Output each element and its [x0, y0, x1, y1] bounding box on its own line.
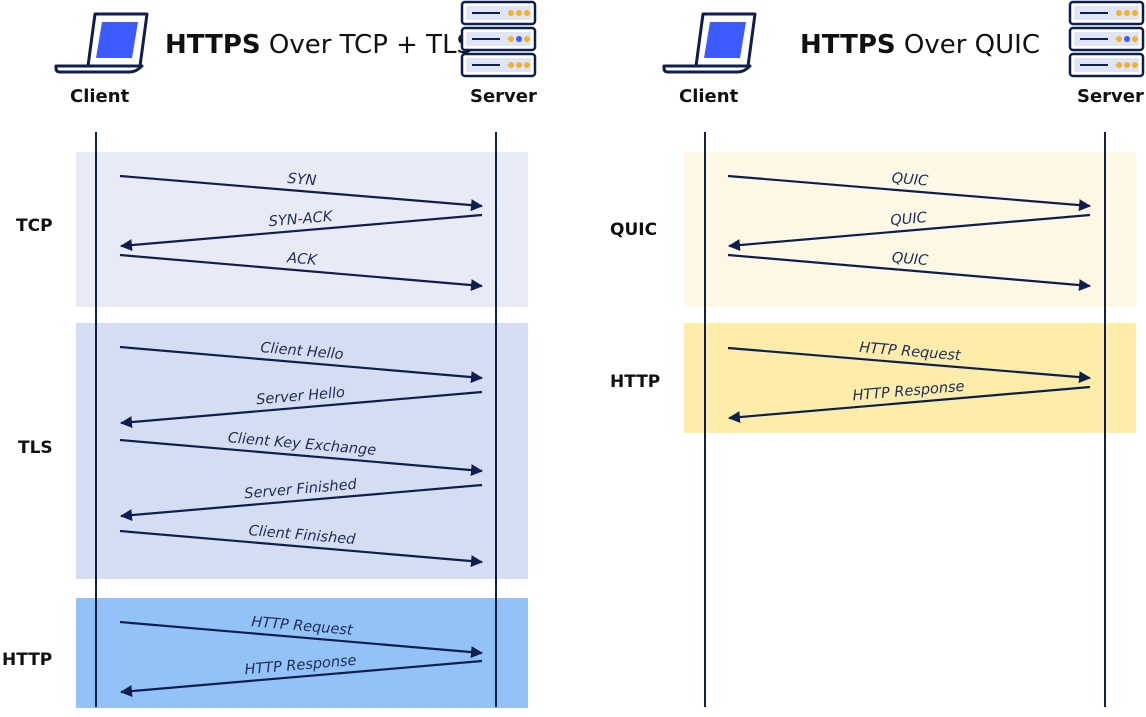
message-label: HTTP Response [244, 653, 357, 679]
laptop-icon [54, 12, 149, 74]
message-arrow [119, 438, 483, 477]
client-label: Client [70, 86, 130, 107]
client-lifeline [704, 132, 706, 707]
server-stack-icon [1068, 0, 1145, 78]
message-label: Server Hello [256, 385, 346, 409]
message-label: Client Hello [260, 340, 345, 363]
message-arrow [120, 390, 483, 429]
diagram-title: HTTPS Over QUIC [800, 30, 1040, 60]
message-label: QUIC [891, 171, 929, 190]
message-arrow [119, 345, 483, 384]
phase-label-http: HTTP [2, 650, 53, 670]
message-arrow [727, 253, 1091, 292]
message-label: Server Finished [244, 477, 358, 503]
message-label: SYN [287, 171, 317, 189]
phase-label-tcp: TCP [16, 216, 53, 236]
message-arrow [728, 385, 1091, 424]
diagram-title: HTTPS Over TCP + TLS [165, 30, 474, 60]
message-arrow [119, 529, 483, 568]
phase-label-http: HTTP [610, 372, 661, 392]
message-arrow [120, 483, 483, 522]
message-arrow [120, 213, 483, 252]
client-label: Client [679, 86, 739, 107]
message-arrow [728, 213, 1091, 252]
phase-label-tls: TLS [18, 438, 53, 458]
laptop-icon [662, 12, 757, 74]
server-lifeline [1104, 132, 1106, 707]
message-label: SYN-ACK [268, 209, 334, 231]
message-arrow [727, 346, 1091, 384]
message-label: ACK [286, 250, 319, 269]
message-label: HTTP Response [852, 379, 965, 405]
message-label: QUIC [891, 250, 930, 269]
message-label: QUIC [890, 210, 929, 229]
message-arrow [119, 620, 483, 659]
tls-phase-band [76, 323, 528, 579]
server-stack-icon [460, 0, 537, 78]
message-arrow [120, 659, 483, 698]
client-lifeline [95, 132, 97, 707]
phase-label-quic: QUIC [610, 220, 658, 240]
server-lifeline [495, 132, 497, 707]
message-arrow [727, 174, 1091, 212]
message-arrow [119, 253, 483, 292]
server-label: Server [1077, 86, 1144, 107]
server-label: Server [470, 86, 537, 107]
message-arrow [119, 174, 483, 212]
